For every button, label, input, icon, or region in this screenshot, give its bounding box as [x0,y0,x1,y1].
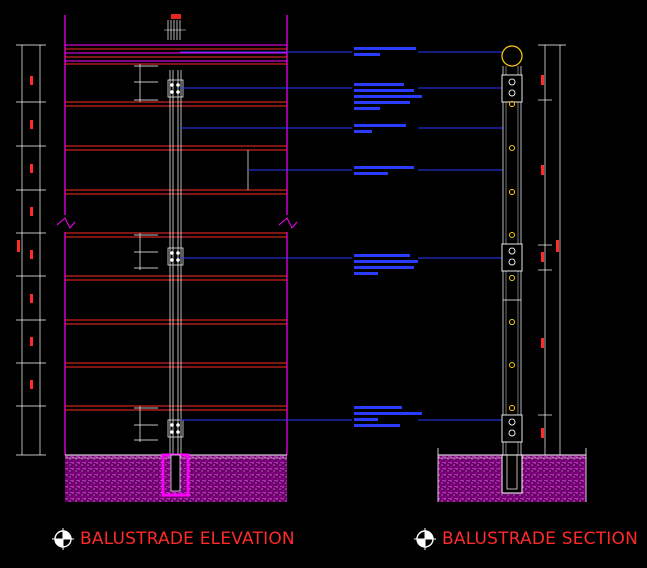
section-view [437,44,587,502]
rail-section-dot [509,189,515,195]
elevation-title-text: BALUSTRADE ELEVATION [80,529,295,549]
rail-section-dot [509,362,515,368]
horizontal-rails [65,101,287,411]
elevation-dimension-chain [16,44,46,456]
dimension-text-mark [30,207,33,216]
rail-section-dots [509,101,515,411]
annotation-leaders [180,47,503,427]
dimension-text-mark [30,337,33,346]
post-embed [170,454,181,492]
elevation-view [16,14,298,502]
section-title-text: BALUSTRADE SECTION [442,529,639,549]
section-title: BALUSTRADE SECTION [414,528,638,550]
mid-fixing-plate [501,243,523,272]
dimension-text-mark [30,250,33,259]
rail-section-dot [509,232,515,238]
elevation-title: BALUSTRADE ELEVATION [52,528,295,550]
section-socket [501,454,523,494]
section-dimension-chain [503,44,566,456]
dimension-text-mark [30,294,33,303]
elevation-post [164,14,186,455]
handrail-section [501,45,523,67]
bottom-fixing-plate [501,414,523,443]
dimension-text-mark [30,120,33,129]
dimension-text-mark [30,380,33,389]
rail-section-dot [509,101,515,107]
section-target-icon [52,528,74,550]
rail-section-dot [509,405,515,411]
dimension-text-mark [30,164,33,173]
break-line-left [56,217,76,229]
rail-section-dot [509,145,515,151]
top-handrail [65,44,287,65]
section-target-icon [414,528,436,550]
overall-dimension-text-mark [17,240,20,252]
dimension-text-mark [30,76,33,85]
section-dimension-texts [541,75,559,438]
break-line-right [278,217,298,229]
note-text-blocks [354,47,422,427]
post-local-dimensions [134,64,158,442]
rail-section-dot [509,319,515,325]
rail-section-dot [509,275,515,281]
